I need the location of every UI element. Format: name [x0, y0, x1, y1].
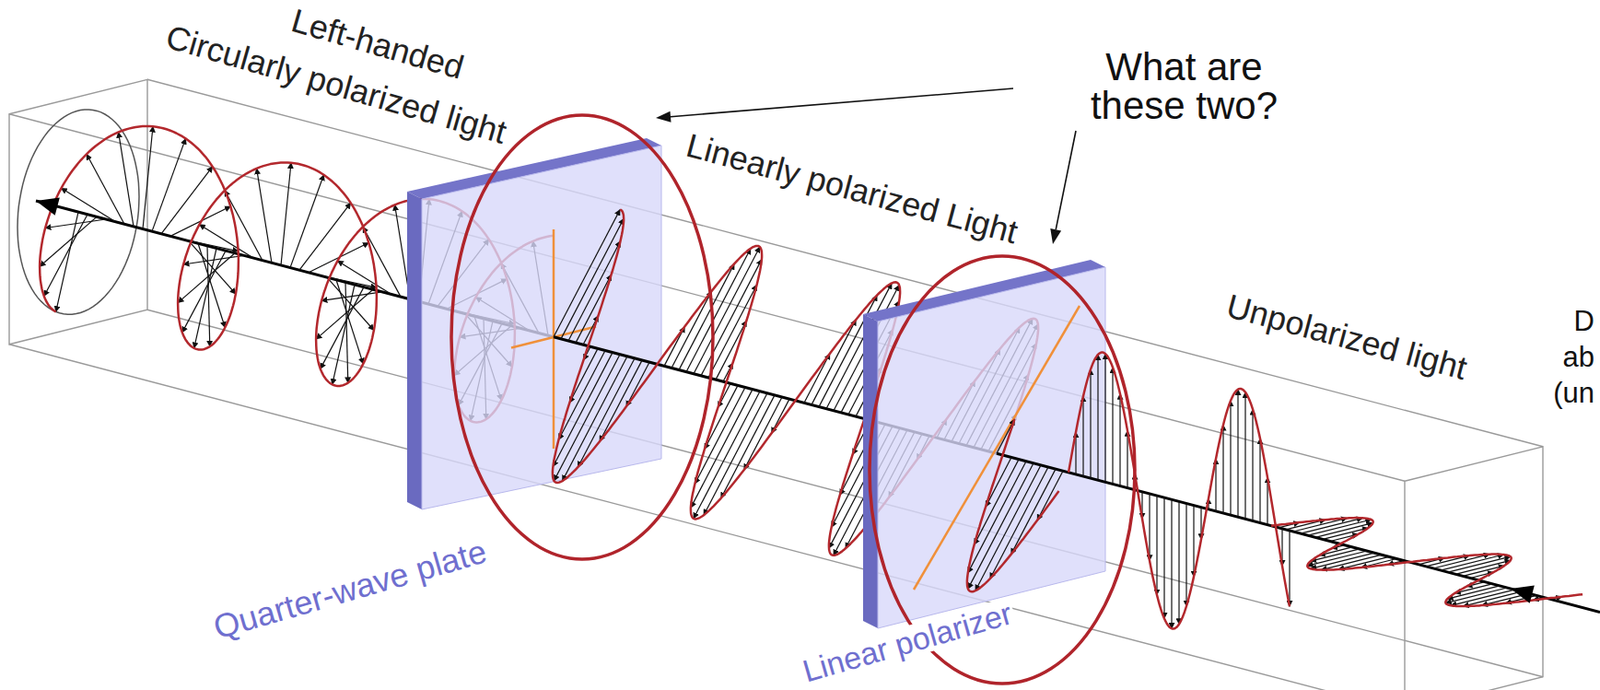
field-vector [1104, 353, 1106, 482]
wave-label: Linearly polarized Light [680, 128, 1025, 250]
circular-wave-layer [9, 79, 1543, 690]
field-vector [1178, 501, 1180, 624]
polarization-circle [17, 109, 140, 315]
field-vector [224, 190, 263, 261]
field-vector [320, 287, 364, 370]
field-vector [321, 291, 383, 302]
highlight-ellipse [451, 115, 713, 560]
box-face [1404, 446, 1543, 690]
field-vector [362, 226, 401, 297]
field-vector [968, 461, 1027, 573]
field-vector [338, 260, 393, 294]
field-vector [1170, 499, 1172, 629]
field-vector [1259, 438, 1261, 524]
field-vector [811, 319, 856, 406]
field-vector [721, 395, 775, 499]
field-vector [1446, 587, 1508, 604]
field-vector [86, 153, 125, 224]
leader-arrowhead [1050, 228, 1062, 245]
leader-line [670, 88, 1014, 117]
field-vector [968, 463, 1034, 589]
axis-arrowhead [35, 197, 60, 215]
unpolarized-wave-layer [35, 197, 1600, 629]
field-vector [577, 358, 635, 468]
field-vector [1111, 367, 1113, 485]
field-vector [1156, 495, 1157, 596]
field-vector [553, 210, 620, 338]
field-vector [1011, 468, 1056, 554]
plate-face [877, 267, 1106, 629]
leader-line [1055, 130, 1076, 230]
field-vector [1237, 389, 1238, 518]
axis-arrowhead [1510, 585, 1535, 604]
leader-arrowhead [655, 111, 672, 123]
cut-off-text: D [1574, 306, 1595, 336]
field-vector [299, 202, 351, 270]
field-vector [1448, 556, 1511, 573]
plate-axis [552, 229, 556, 449]
field-vector [1163, 497, 1165, 619]
field-vector [45, 219, 106, 229]
field-vector [671, 291, 713, 369]
field-vector [1222, 424, 1224, 514]
vertical-wave [1068, 352, 1290, 630]
field-vector [56, 211, 79, 312]
field-vector [256, 168, 272, 263]
field-vector [599, 360, 643, 442]
field-vector [744, 397, 783, 470]
field-vector [703, 393, 768, 515]
quarter-wave-plate [407, 138, 662, 510]
box-edge [147, 309, 1543, 678]
field-vector [678, 263, 735, 370]
propagation-axis [996, 453, 1600, 612]
field-vector [44, 214, 88, 297]
field-vector [1229, 400, 1231, 515]
field-vector [1244, 392, 1246, 520]
field-vector [332, 284, 355, 385]
component-label: Quarter-wave plate [207, 534, 493, 646]
field-vector [183, 255, 245, 265]
field-vector [194, 248, 217, 349]
field-vector [1148, 493, 1150, 561]
field-vector [1082, 396, 1084, 477]
field-vector [700, 259, 762, 376]
cut-off-text: ab [1563, 342, 1595, 372]
field-vector [118, 131, 134, 227]
field-vector [1288, 530, 1290, 607]
field-vector [280, 163, 292, 266]
callout-text: What are these two? [1085, 47, 1284, 126]
field-vector [142, 126, 153, 229]
field-vector [151, 138, 187, 232]
linear-polarizer [863, 259, 1106, 629]
field-vector [560, 218, 624, 339]
field-vector [1192, 505, 1194, 578]
plate-face [421, 145, 662, 510]
horizontal-wave [1271, 517, 1583, 607]
field-vector [161, 166, 213, 234]
cut-off-text: (un [1553, 378, 1595, 408]
field-vector [990, 467, 1049, 579]
plate-edge [407, 191, 422, 510]
field-vector [1119, 394, 1121, 487]
field-vector [552, 352, 613, 468]
field-vector [61, 187, 117, 222]
field-vector [690, 389, 753, 508]
field-vector [1185, 503, 1187, 608]
linear-wave [967, 419, 1060, 592]
box-edge [147, 79, 1543, 447]
field-vector [1097, 354, 1098, 480]
field-vector [1037, 470, 1063, 521]
field-vector [182, 250, 226, 333]
transmission-axis [913, 305, 1080, 590]
field-vector [1089, 369, 1091, 479]
field-vector [1251, 408, 1253, 521]
field-vector [290, 175, 325, 269]
